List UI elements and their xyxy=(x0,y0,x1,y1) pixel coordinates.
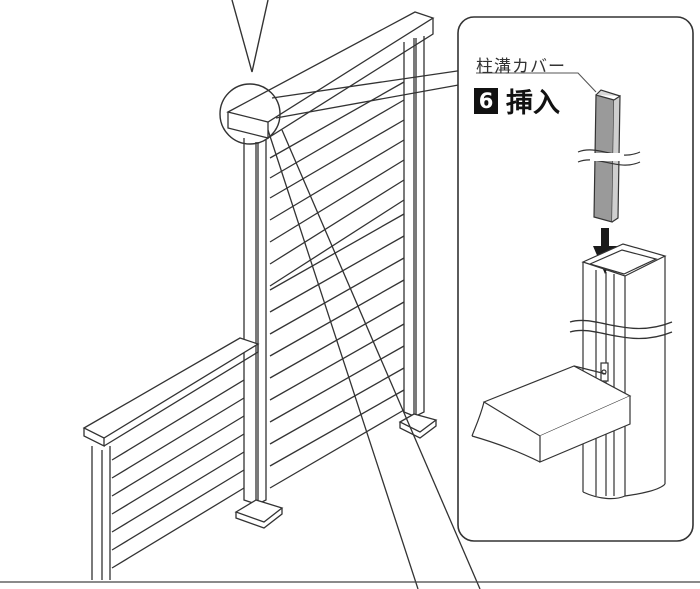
low-fence xyxy=(82,337,260,580)
tall-fence xyxy=(226,11,438,529)
post-groove-cover xyxy=(577,89,641,223)
step-heading: 6 挿入 xyxy=(474,81,560,120)
rail-end xyxy=(471,365,632,463)
step-text: 挿入 xyxy=(506,88,560,119)
callout-ray-long-1 xyxy=(267,129,419,589)
callout-ray-long-2 xyxy=(281,129,481,589)
magnifier-circle xyxy=(219,83,281,145)
part-label-post-groove-cover: 柱溝カバー xyxy=(476,57,566,77)
callout-panel xyxy=(457,16,694,542)
callout-ray-bottom xyxy=(275,83,465,119)
step-number-badge: 6 xyxy=(474,87,498,114)
pointer-wedge xyxy=(231,0,269,73)
callout-ray-top xyxy=(271,69,465,99)
